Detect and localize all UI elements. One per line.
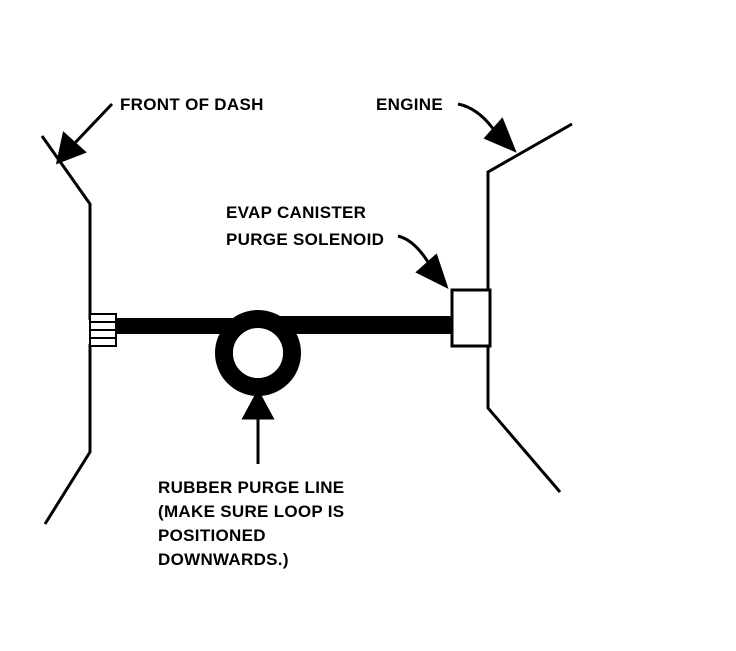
purge-label-line4: DOWNWARDS.) <box>158 550 289 569</box>
solenoid-label-line1: EVAP CANISTER <box>226 203 366 222</box>
purge-line-loop <box>215 310 301 396</box>
dash-connector <box>89 313 117 347</box>
purge-label-line3: POSITIONED <box>158 526 266 545</box>
rubber-purge-line <box>116 310 452 396</box>
dash-leader-line <box>70 102 114 148</box>
solenoid-leader-line <box>397 234 430 263</box>
purge-arrowhead <box>241 388 275 420</box>
purge-solenoid <box>450 288 492 348</box>
engine-arrowhead <box>483 117 517 153</box>
front-of-dash-label: FRONT OF DASH <box>120 95 264 114</box>
engine-wall <box>486 122 573 493</box>
solenoid-label-line2: PURGE SOLENOID <box>226 230 384 249</box>
purge-label-line1: RUBBER PURGE LINE <box>158 478 344 497</box>
purge-label-line2: (MAKE SURE LOOP IS <box>158 502 344 521</box>
solenoid-arrowhead <box>415 253 449 289</box>
dash-panel <box>40 135 92 525</box>
leader-arrows <box>55 102 517 464</box>
dash-arrowhead <box>55 131 87 165</box>
engine-leader-line <box>457 102 496 131</box>
engine-label: ENGINE <box>376 95 443 114</box>
